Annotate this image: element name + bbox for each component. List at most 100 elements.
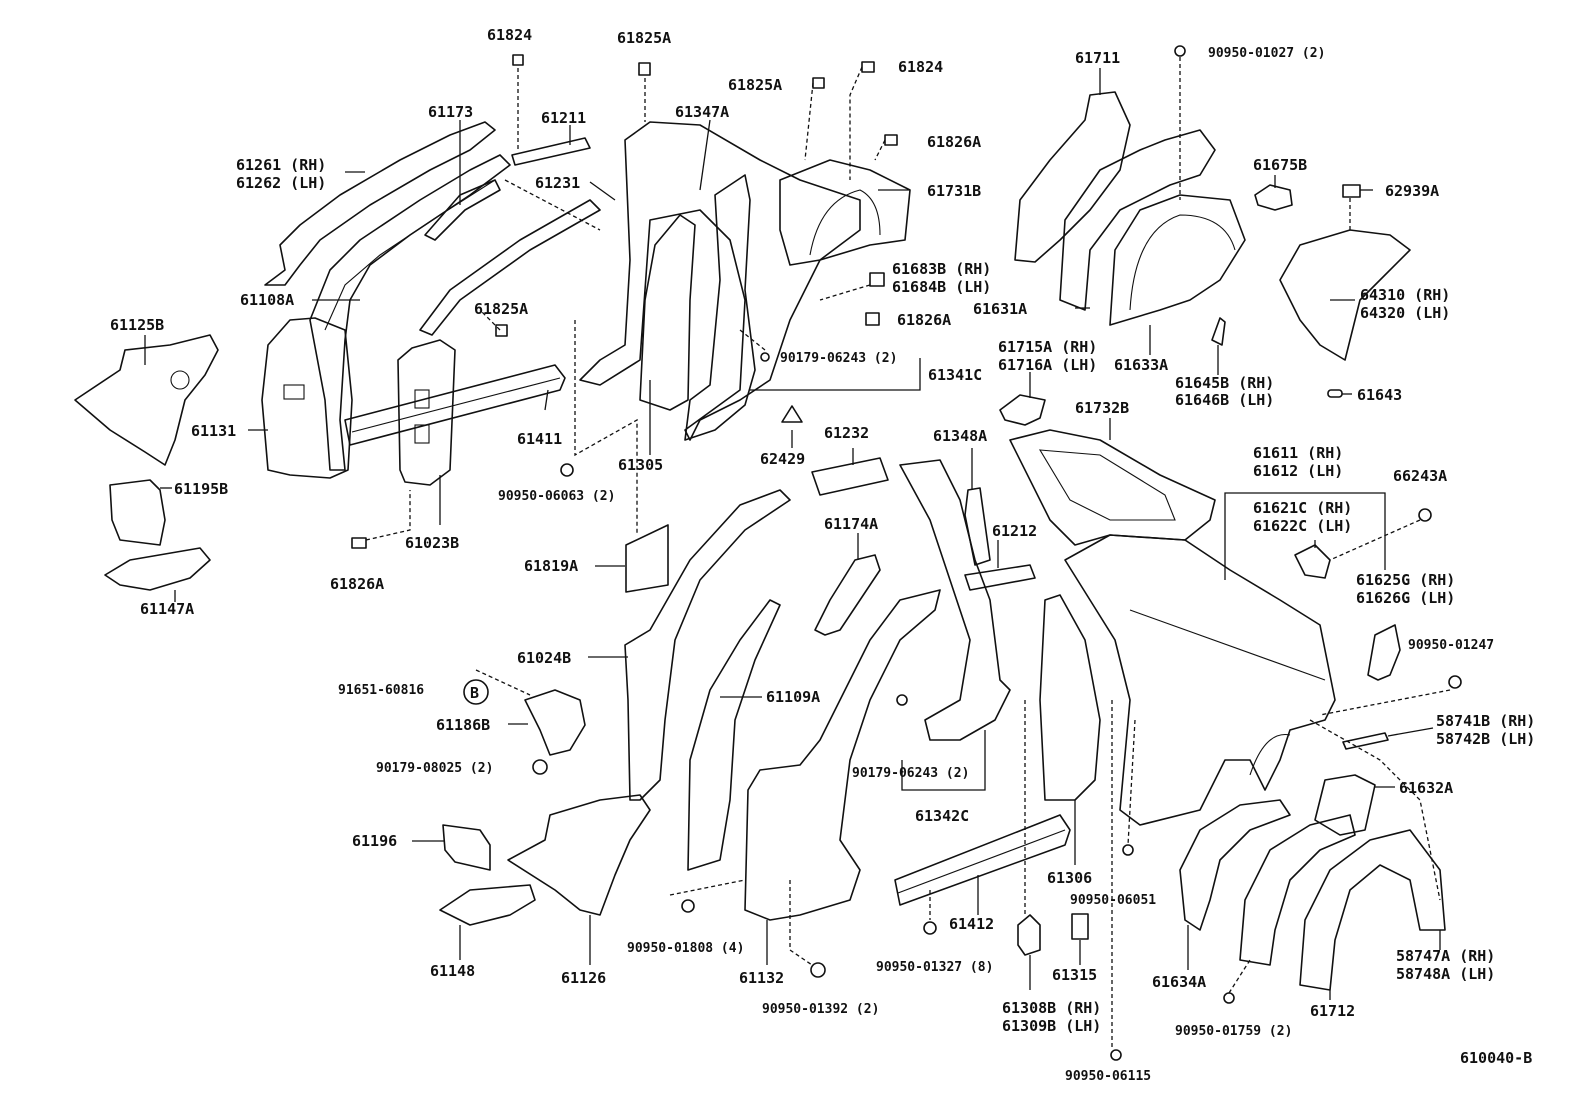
leader-lines [144, 57, 1451, 1048]
frame-61732b-shape [1009, 429, 1216, 546]
label-61348a: 61348A [933, 427, 987, 445]
plate-61315-shape [1071, 913, 1089, 940]
label-61186b: 61186B [436, 716, 490, 734]
label-61643: 61643 [1357, 386, 1402, 404]
clip-61825a-shape [638, 62, 651, 76]
diagram-id: 610040-B [1460, 1049, 1532, 1067]
strip-58741b-shape [1342, 732, 1389, 750]
label-90950-01027: 90950-01027 (2) [1208, 46, 1325, 61]
dash-61825a-low [479, 309, 501, 331]
dash-61173 [504, 179, 601, 231]
label-61195b: 61195B [174, 480, 228, 498]
rail-61261-shape [264, 121, 496, 286]
bracket-61125b-shape [74, 334, 219, 466]
label-61132: 61132 [739, 969, 784, 987]
label-61683b: 61683B (RH) [892, 260, 991, 278]
clip-90950-01808-shape [681, 899, 695, 913]
label-61173: 61173 [428, 103, 473, 121]
plate-61645b-shape [1211, 317, 1226, 346]
bracket-61195b-shape [109, 479, 166, 546]
label-61632a: 61632A [1399, 779, 1453, 797]
pillar-61342c-shape [899, 459, 1011, 741]
label-61819a: 61819A [524, 557, 578, 575]
label-64310: 64310 (RH) [1360, 286, 1450, 304]
label-callout-b: B [470, 684, 479, 702]
plate-61675b-shape [1254, 184, 1293, 211]
label-90179-06243b: 90179-06243 (2) [852, 766, 969, 781]
bracket-61126-shape [507, 794, 651, 916]
clip-61824b-shape [861, 61, 875, 73]
label-90950-01247: 90950-01247 [1408, 638, 1494, 653]
nut-90179-08025-shape [532, 759, 548, 775]
wheelhouse-61633a-shape [1109, 194, 1246, 326]
liner-61634a-shape [1179, 799, 1291, 931]
pillar-61024b-shape [624, 489, 791, 801]
label-61711: 61711 [1075, 49, 1120, 67]
label-66243a: 66243A [1393, 467, 1447, 485]
label-61675b: 61675B [1253, 156, 1307, 174]
dash-90950-01808 [669, 879, 746, 896]
label-61826a-mid: 61826A [897, 311, 951, 329]
label-61646b: 61646B (LH) [1175, 391, 1274, 409]
dash-61826a-low [365, 490, 411, 541]
plug-62429-shape [781, 405, 803, 423]
bracket-61625g-shape [1367, 624, 1401, 681]
label-61716a: 61716A (LH) [998, 356, 1097, 374]
clip-90950-01247-shape [1448, 675, 1462, 689]
rocker-61412-line [897, 829, 1066, 894]
label-58742b: 58742B (LH) [1436, 730, 1535, 748]
wheelhouse-61632a-shape [1314, 774, 1376, 836]
strip-61212-shape [964, 564, 1036, 591]
part-drawings [74, 45, 1462, 1061]
label-61684b: 61684B (LH) [892, 278, 991, 296]
label-61824b: 61824 [898, 58, 943, 76]
label-90950-01327: 90950-01327 (8) [876, 960, 993, 975]
grommet-61643-shape [1327, 389, 1343, 398]
block-61819a-shape [625, 524, 669, 593]
rocker-61411-shape [344, 364, 566, 446]
pillar-61306-shape [1039, 594, 1101, 801]
clip-61826a-low-shape [351, 537, 367, 549]
label-90950-01808: 90950-01808 (4) [627, 941, 744, 956]
label-61412: 61412 [949, 915, 994, 933]
label-61411: 61411 [517, 430, 562, 448]
clip-61826a-mid-shape [865, 312, 880, 326]
bracket-61196-shape [442, 824, 491, 871]
bracket-61621c-shape [1294, 544, 1331, 579]
label-90950-01392: 90950-01392 (2) [762, 1002, 879, 1017]
bracket-61715a-shape [999, 394, 1046, 426]
label-61126: 61126 [561, 969, 606, 987]
label-61174a: 61174A [824, 515, 878, 533]
label-61108a: 61108A [240, 291, 294, 309]
label-61825a-mid: 61825A [728, 76, 782, 94]
dash-66243a [1329, 519, 1421, 561]
clip-61825a-mid-shape [812, 77, 825, 89]
label-58741b: 58741B (RH) [1436, 712, 1535, 730]
reinf-61173-shape [424, 179, 501, 241]
label-90950-06063: 90950-06063 (2) [498, 489, 615, 504]
label-61715a: 61715A (RH) [998, 338, 1097, 356]
panel-61731b-arch [809, 189, 881, 256]
clip-90950-01327-shape [923, 921, 937, 935]
label-61231: 61231 [535, 174, 580, 192]
plate-61147a-shape [104, 547, 211, 591]
panel-61131-shape [261, 317, 353, 479]
clip-61824-shape [512, 54, 524, 66]
label-61261: 61261 (RH) [236, 156, 326, 174]
lead-61342c [901, 730, 986, 791]
panel-61711-shape [1014, 91, 1131, 263]
pillar-61132-shape [744, 589, 941, 921]
pillar-61023b-hole2 [414, 424, 430, 444]
label-90950-06115: 90950-06115 [1065, 1069, 1151, 1084]
label-90179-06243a: 90179-06243 (2) [780, 351, 897, 366]
clip-62939a-shape [1342, 184, 1361, 198]
label-61147a: 61147A [140, 600, 194, 618]
label-90950-06051: 90950-06051 [1070, 893, 1156, 908]
pillar-61341c-shape [684, 174, 756, 441]
lead-58741b [1387, 727, 1434, 737]
label-61109a: 61109A [766, 688, 820, 706]
panel-61611-wheel-arch [1249, 733, 1291, 776]
pillar-61348a-shape [964, 487, 991, 566]
label-62429: 62429 [760, 450, 805, 468]
